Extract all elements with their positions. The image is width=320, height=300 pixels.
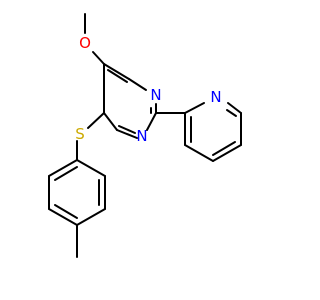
bond-c2-n3 [146, 112, 157, 131]
bond-py-c4-c3 [184, 144, 214, 162]
atom-o-methoxy: O [79, 34, 91, 52]
bond-c6-n1 [128, 78, 147, 91]
atom-n-pyrimidine-bottom: N [136, 127, 147, 145]
bond-c5-c6 [103, 63, 130, 80]
atom-s-thioether: S [75, 125, 85, 143]
bonds [48, 13, 242, 258]
bond-py-c5-c4-inner [212, 141, 236, 156]
bond-tol-c6-c1-inner [54, 166, 78, 181]
bond-tol-c6-c1 [48, 159, 78, 177]
atom-n-pyrimidine-top: N [150, 86, 161, 104]
bond-c4-c5b [103, 112, 118, 131]
bond-o-c5 [92, 51, 105, 65]
atom-n-pyridine: N [210, 88, 221, 106]
bond-c5-c6-inner [107, 69, 128, 83]
bond-c4-s [87, 112, 105, 129]
bond-tol-c4-c5 [48, 208, 78, 226]
bond-n3-c4 [116, 129, 138, 139]
bond-py-n-c6-inner [226, 109, 237, 117]
bond-tol-c3-c4 [76, 208, 106, 226]
bond-py-c5-c4 [212, 144, 242, 162]
bond-tol-c1-c2 [76, 159, 106, 177]
bond-n3-c4-inner [118, 125, 136, 134]
bond-py-c2-n [184, 102, 205, 114]
atom-labels: O N N N S [75, 34, 221, 145]
molecule-svg: O N N N S [48, 13, 242, 258]
molecule-structure: O N N N S [48, 13, 242, 258]
bond-tol-c4-c5-inner [54, 204, 78, 219]
bond-py-n-c6 [227, 102, 242, 114]
